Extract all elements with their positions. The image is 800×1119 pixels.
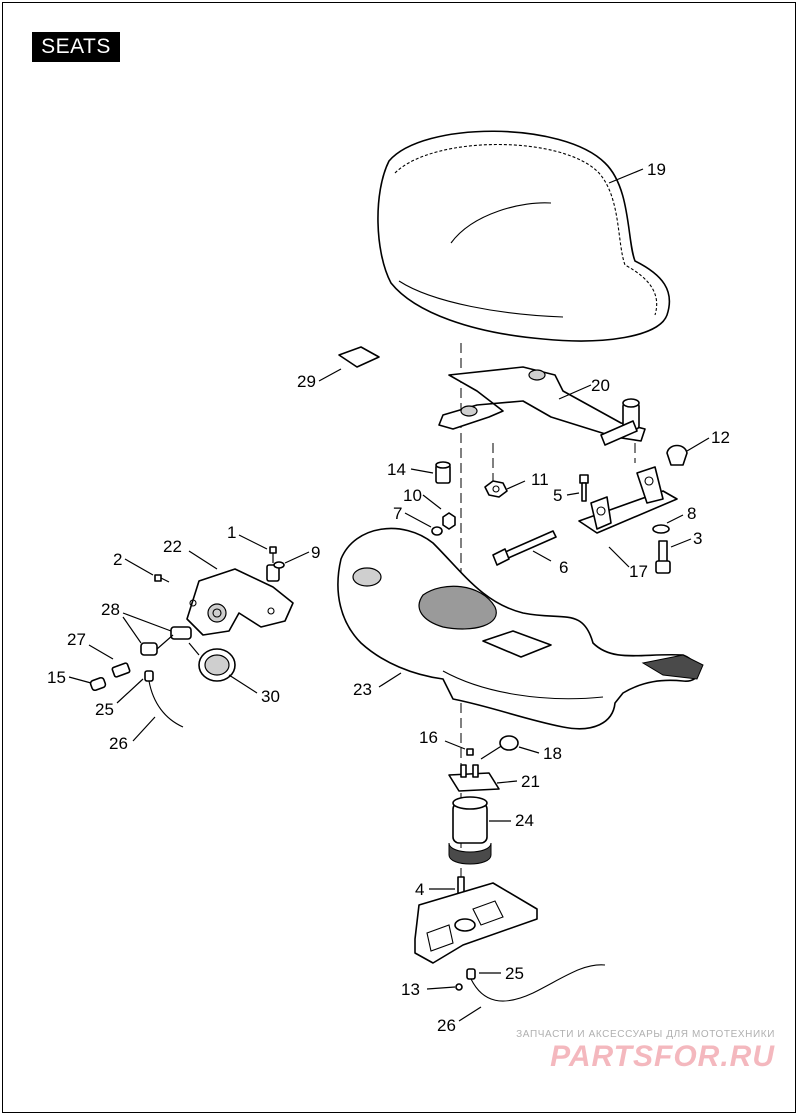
callout-25-left: 25 — [95, 700, 114, 719]
acorn-nut-part — [666, 444, 688, 466]
seat-part — [377, 130, 671, 342]
valve-cap-part — [89, 676, 107, 692]
long-bolt-part — [492, 530, 557, 566]
callout-15: 15 — [47, 668, 66, 687]
washer-part — [652, 524, 670, 534]
screw-part — [269, 546, 277, 563]
callout-9: 9 — [311, 543, 320, 562]
callout-17: 17 — [629, 562, 648, 581]
small-washer-part — [431, 526, 443, 536]
leader-lines — [68, 168, 710, 1022]
callout-6: 6 — [559, 558, 568, 577]
callout-26-left: 26 — [109, 734, 128, 753]
watermark-logo: PARTSFOR.RU — [550, 1040, 775, 1073]
valve-part — [111, 662, 131, 678]
spacer-part — [435, 461, 451, 484]
callout-25-lower: 25 — [505, 964, 524, 983]
callout-22: 22 — [163, 537, 182, 556]
callout-8: 8 — [687, 504, 696, 523]
callout-10: 10 — [403, 486, 422, 505]
label-part — [338, 346, 380, 368]
callout-30: 30 — [261, 687, 280, 706]
base-bracket-part — [414, 882, 538, 964]
callout-29: 29 — [297, 372, 316, 391]
bolt-part — [579, 474, 589, 502]
pressure-gauge-part — [188, 642, 236, 682]
callout-28: 28 — [101, 600, 120, 619]
callout-20: 20 — [591, 376, 610, 395]
callout-26-lower: 26 — [437, 1016, 456, 1035]
callout-7: 7 — [393, 504, 402, 523]
nut-part — [484, 480, 508, 498]
callout-5: 5 — [553, 486, 562, 505]
air-hose-lower-part — [455, 964, 606, 1002]
callout-1: 1 — [227, 523, 236, 542]
pin-part — [480, 735, 519, 760]
hex-bolt-part — [655, 540, 671, 574]
page-title: SEATS — [32, 32, 120, 62]
side-screw-part — [154, 574, 170, 583]
seat-bracket-part — [438, 366, 646, 446]
callout-24: 24 — [515, 811, 534, 830]
callout-14: 14 — [387, 460, 406, 479]
mount-bracket-part — [578, 466, 678, 534]
callout-3: 3 — [693, 529, 702, 548]
callout-13: 13 — [401, 980, 420, 999]
callout-16: 16 — [419, 728, 438, 747]
callout-27: 27 — [67, 630, 86, 649]
callout-12: 12 — [711, 428, 730, 447]
exploded-view-drawing: 19 29 20 12 14 11 5 10 7 8 3 6 17 1 9 2 … — [47, 130, 730, 1035]
watermark: ЗАПЧАСТИ И АКСЕССУАРЫ ДЛЯ МОТОТЕХНИКИ PA… — [516, 1029, 775, 1074]
air-hose-left-part — [144, 670, 184, 728]
callout-4: 4 — [415, 880, 424, 899]
callout-11: 11 — [531, 470, 549, 489]
mount-plate-part — [448, 764, 500, 792]
callout-21: 21 — [521, 772, 540, 791]
air-spring-part — [448, 796, 492, 865]
callout-2: 2 — [113, 550, 122, 569]
callout-23: 23 — [353, 680, 372, 699]
seat-pan-part — [337, 527, 704, 730]
small-screw-part — [466, 748, 474, 756]
watermark-caption: ЗАПЧАСТИ И АКСЕССУАРЫ ДЛЯ МОТОТЕХНИКИ — [516, 1029, 775, 1040]
switch-housing-part — [186, 564, 294, 636]
callout-18: 18 — [543, 744, 562, 763]
small-nut-part — [442, 512, 456, 530]
screw-washer-part — [273, 561, 285, 569]
tee-fitting-part — [140, 626, 192, 656]
callout-19: 19 — [647, 160, 666, 179]
